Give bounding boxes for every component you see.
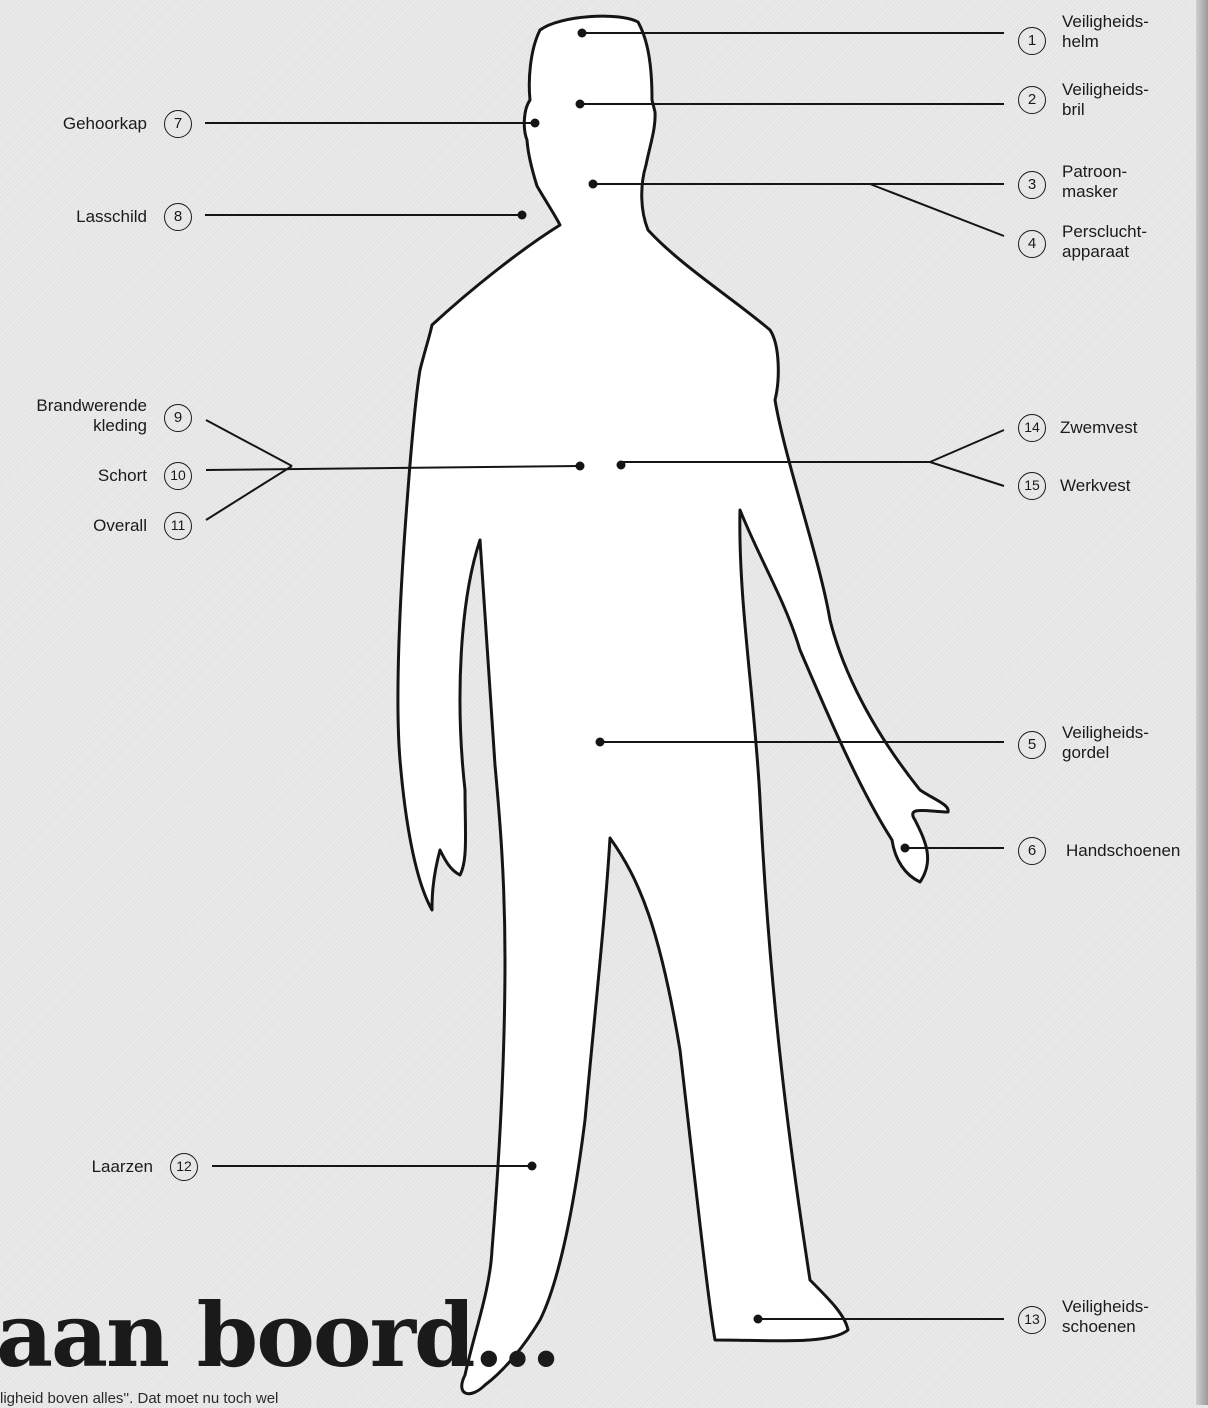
human-silhouette bbox=[398, 16, 948, 1394]
leader-dot-1 bbox=[578, 29, 587, 38]
callout-number-7: 7 bbox=[164, 110, 192, 138]
callout-label-11: Overall bbox=[93, 516, 147, 536]
callout-number-6: 6 bbox=[1018, 837, 1046, 865]
leader-dot-5 bbox=[596, 738, 605, 747]
heading-title: aan boord... bbox=[0, 1285, 559, 1385]
leader-line-4 bbox=[870, 184, 1004, 236]
callout-number-13: 13 bbox=[1018, 1306, 1046, 1334]
body-text: ligheid boven alles''. Dat moet nu toch … bbox=[0, 1390, 278, 1408]
leader-dot-14 bbox=[617, 461, 626, 470]
callout-number-10: 10 bbox=[164, 462, 192, 490]
callout-label-14: Zwemvest bbox=[1060, 418, 1137, 438]
callout-number-5: 5 bbox=[1018, 731, 1046, 759]
leader-dot-7 bbox=[531, 119, 540, 128]
leader-dot-13 bbox=[754, 1315, 763, 1324]
callout-label-15: Werkvest bbox=[1060, 476, 1131, 496]
callout-number-12: 12 bbox=[170, 1153, 198, 1181]
callout-label-4: Persclucht- apparaat bbox=[1062, 222, 1147, 262]
callout-label-10: Schort bbox=[98, 466, 147, 486]
callout-number-1: 1 bbox=[1018, 27, 1046, 55]
callout-number-14: 14 bbox=[1018, 414, 1046, 442]
callout-number-2: 2 bbox=[1018, 86, 1046, 114]
callout-label-13: Veiligheids- schoenen bbox=[1062, 1297, 1149, 1337]
callout-label-5: Veiligheids- gordel bbox=[1062, 723, 1149, 763]
leader-dot-8 bbox=[518, 211, 527, 220]
callout-label-12: Laarzen bbox=[92, 1157, 153, 1177]
leader-line-branch bbox=[930, 430, 1004, 462]
callout-number-3: 3 bbox=[1018, 171, 1046, 199]
leader-dot-6 bbox=[901, 844, 910, 853]
callout-number-4: 4 bbox=[1018, 230, 1046, 258]
leader-dot-12 bbox=[528, 1162, 537, 1171]
callout-label-3: Patroon- masker bbox=[1062, 162, 1127, 202]
callout-number-8: 8 bbox=[164, 203, 192, 231]
callout-label-7: Gehoorkap bbox=[63, 114, 147, 134]
callout-label-1: Veiligheids- helm bbox=[1062, 12, 1149, 52]
leader-line-15 bbox=[930, 462, 1004, 486]
leader-line-9 bbox=[206, 420, 292, 466]
callout-label-9: Brandwerende kleding bbox=[36, 396, 147, 436]
callout-number-9: 9 bbox=[164, 404, 192, 432]
callout-number-11: 11 bbox=[164, 512, 192, 540]
leader-dot-10 bbox=[576, 462, 585, 471]
callout-label-6: Handschoenen bbox=[1066, 841, 1180, 861]
leader-dot-3 bbox=[589, 180, 598, 189]
leader-line-11 bbox=[206, 466, 292, 520]
callout-label-2: Veiligheids- bril bbox=[1062, 80, 1149, 120]
callout-number-15: 15 bbox=[1018, 472, 1046, 500]
callout-label-8: Lasschild bbox=[76, 207, 147, 227]
leader-dot-2 bbox=[576, 100, 585, 109]
